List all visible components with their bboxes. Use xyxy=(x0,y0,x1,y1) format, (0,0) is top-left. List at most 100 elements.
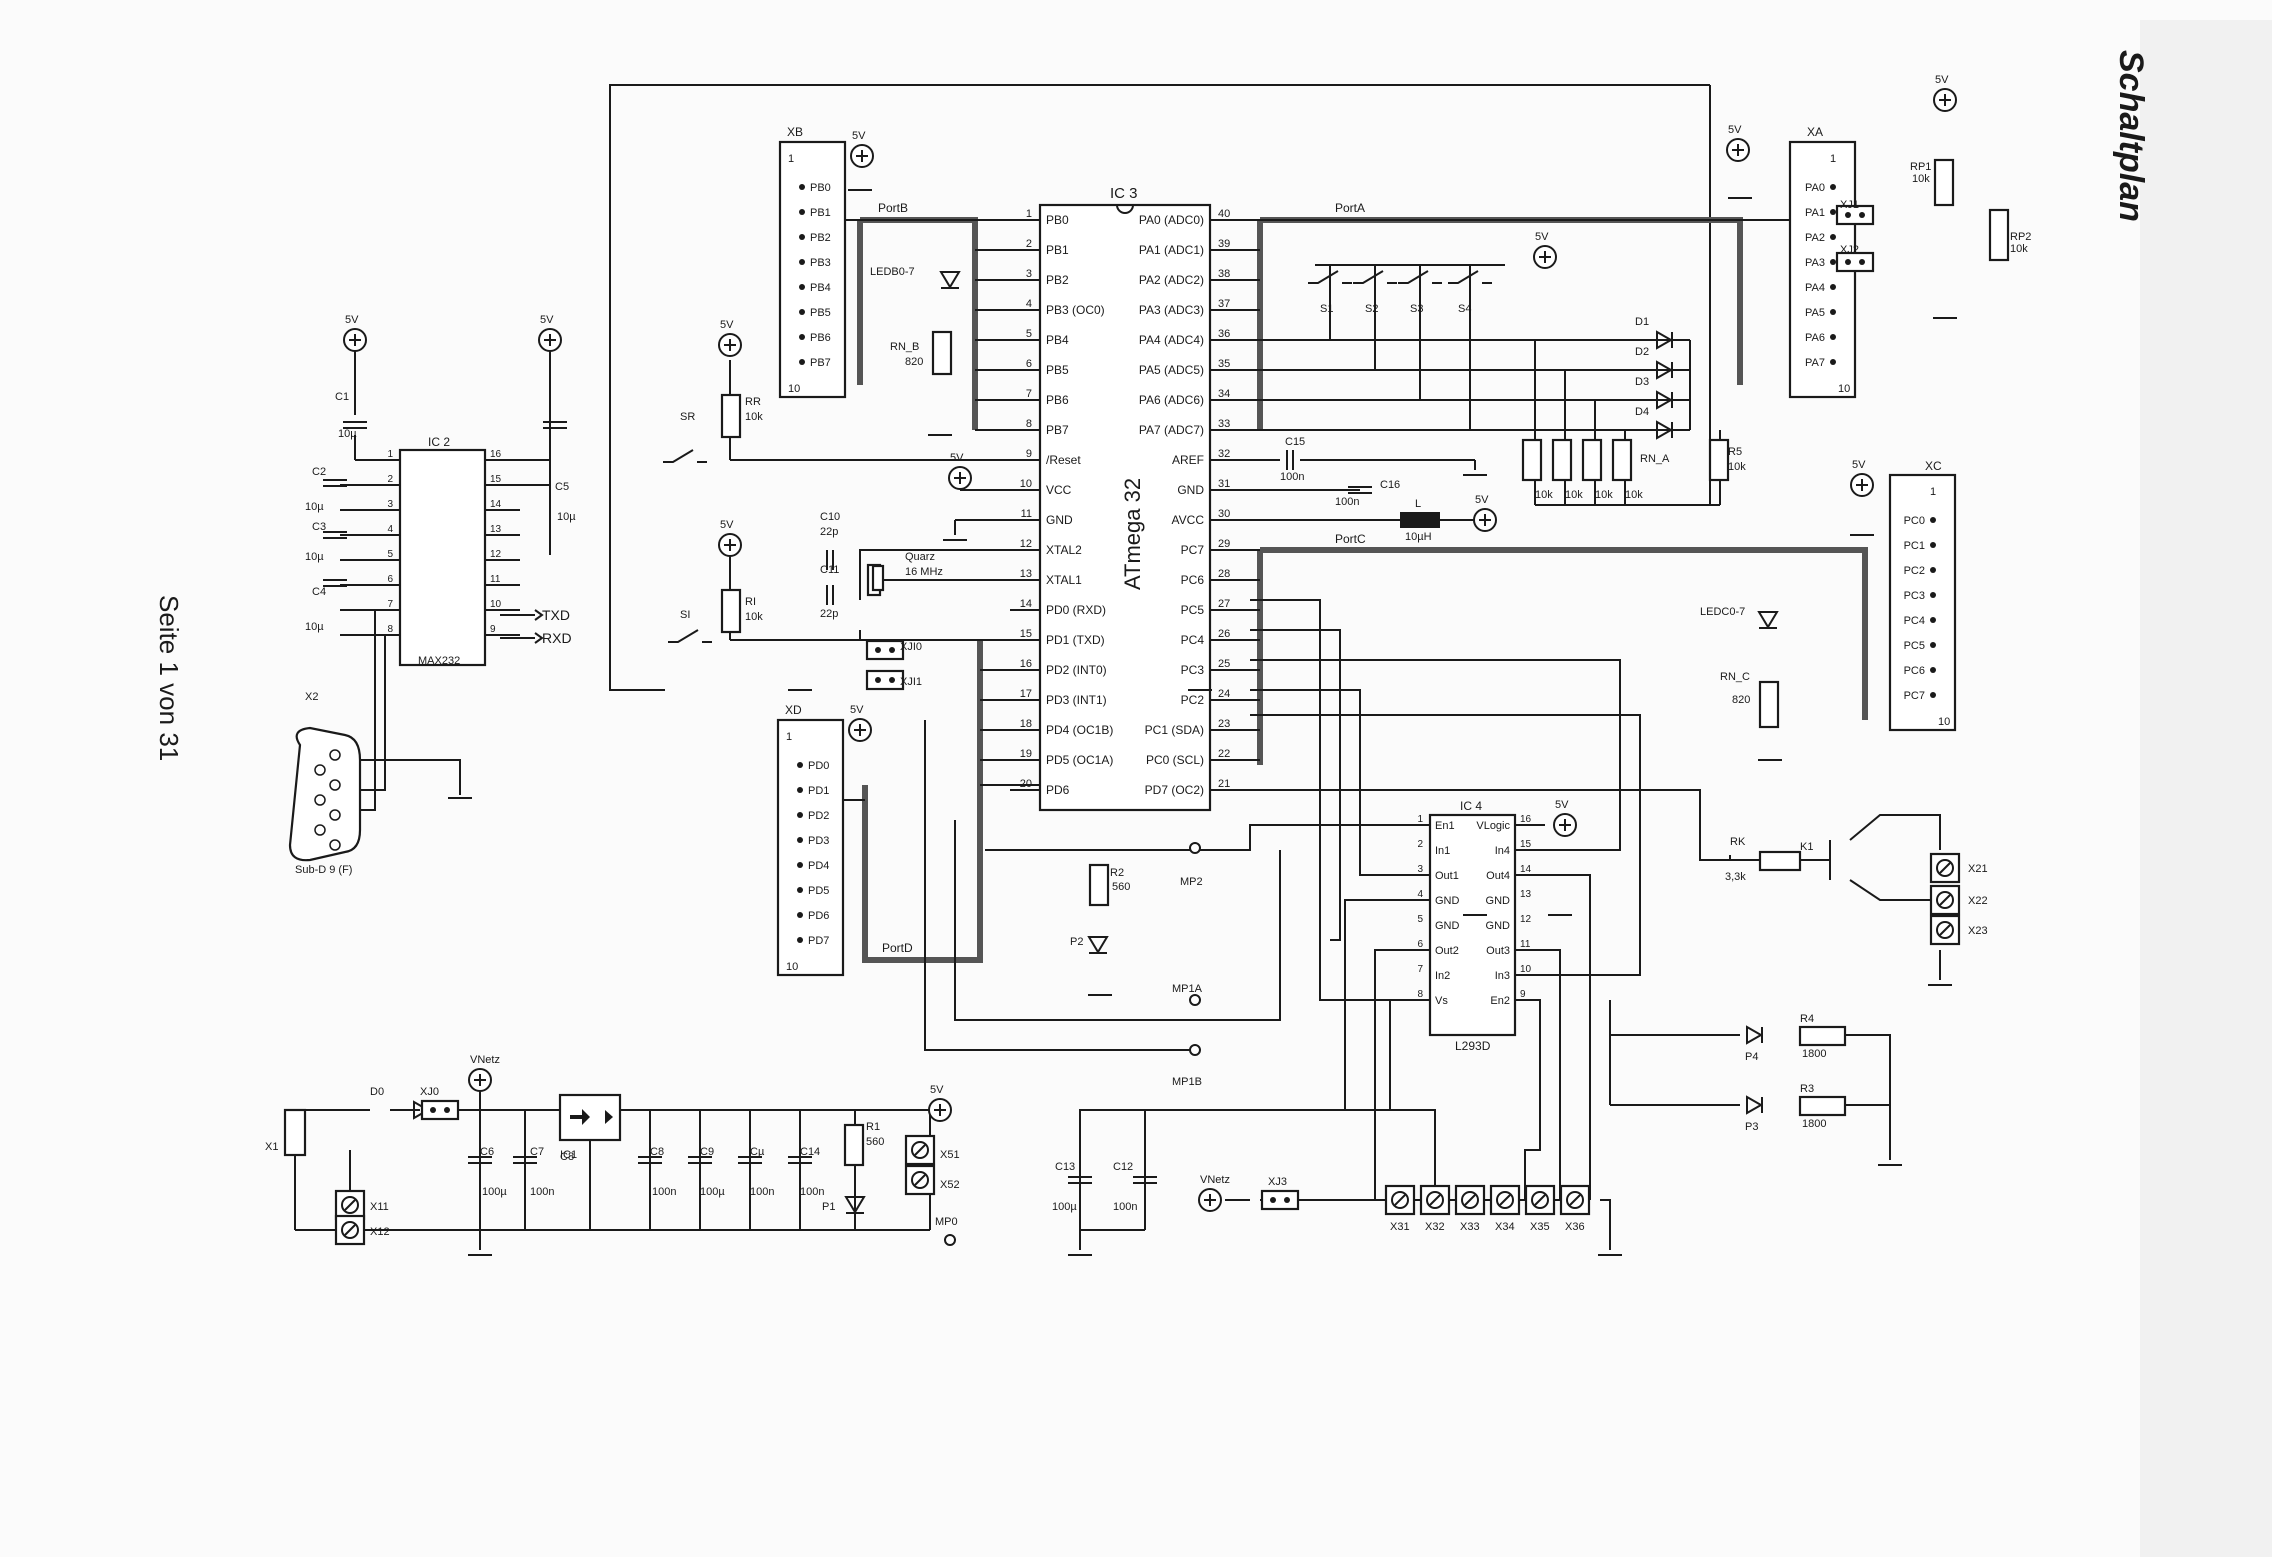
part-label: R1 xyxy=(866,1121,880,1133)
ic3-pin-num: 2 xyxy=(1026,238,1032,250)
part-label: 100n xyxy=(1113,1201,1137,1213)
part-label: C10 xyxy=(820,511,840,523)
connector-pin-label: PA7 xyxy=(1805,357,1825,369)
part-label: MP2 xyxy=(1180,876,1203,888)
part-label: 16 MHz xyxy=(905,566,943,578)
ic3-pin-label: PA1 (ADC1) xyxy=(1139,243,1204,257)
part-label: X22 xyxy=(1968,895,1988,907)
ic3-pin-num: 28 xyxy=(1218,568,1230,580)
v5-symbol: 5V xyxy=(850,704,864,716)
ic4-ref: IC 4 xyxy=(1460,799,1482,813)
connector-pin-last: 10 xyxy=(1938,716,1950,728)
ic4-pin-label: Out1 xyxy=(1435,870,1459,882)
ic3-pin-num: 37 xyxy=(1218,298,1230,310)
connector-pin-label: PB7 xyxy=(810,357,831,369)
ic4-pin-num: 4 xyxy=(1417,889,1423,900)
ic3-pin-num: 38 xyxy=(1218,268,1230,280)
ic3-pin-label: PA3 (ADC3) xyxy=(1139,303,1204,317)
ic2-pin-num: 15 xyxy=(490,474,502,485)
part-label: D2 xyxy=(1635,346,1649,358)
part-label: D4 xyxy=(1635,406,1649,418)
ic2-pin-num: 10 xyxy=(490,599,502,610)
ic4-pin-num: 8 xyxy=(1417,989,1423,1000)
part-label: Cµ xyxy=(750,1146,765,1158)
part-label: S4 xyxy=(1458,303,1471,315)
part-label: 100n xyxy=(750,1186,774,1198)
bus-portd-label: PortD xyxy=(882,941,913,955)
part-label: X33 xyxy=(1460,1221,1480,1233)
part-label: C2 xyxy=(312,466,326,478)
ic3-pin-num: 35 xyxy=(1218,358,1230,370)
connector-pin-label: PB2 xyxy=(810,232,831,244)
vnetz-symbol: VNetz xyxy=(1200,1174,1230,1186)
part-label: IC1 xyxy=(560,1149,577,1161)
connector-pin-label: PB1 xyxy=(810,207,831,219)
connector-pin-label: PA2 xyxy=(1805,232,1825,244)
part-label: LEDB0-7 xyxy=(870,266,915,278)
part-label: 3,3k xyxy=(1725,871,1746,883)
ic4-pin-label: GND xyxy=(1486,920,1511,932)
part-label: C16 xyxy=(1380,479,1400,491)
ic3-pin-label: PD5 (OC1A) xyxy=(1046,753,1113,767)
part-label: MP0 xyxy=(935,1216,958,1228)
v5-symbol: 5V xyxy=(950,452,964,464)
ic3-pin-label: PC3 xyxy=(1181,663,1205,677)
ic3-pin-num: 36 xyxy=(1218,328,1230,340)
connector-pin-label: PB0 xyxy=(810,182,831,194)
part-label: C6 xyxy=(480,1146,494,1158)
ic3-pin-num: 11 xyxy=(1021,508,1032,520)
ic4-pin-num: 7 xyxy=(1417,964,1423,975)
v5-symbol: 5V xyxy=(1535,231,1549,243)
part-label: RN_B xyxy=(890,341,919,353)
ic2-pin-num: 5 xyxy=(387,549,393,560)
ic4-pin-label: En1 xyxy=(1435,820,1455,832)
part-label: D0 xyxy=(370,1086,384,1098)
ic3-ref: IC 3 xyxy=(1110,185,1138,202)
part-label: C13 xyxy=(1055,1161,1075,1173)
part-label: C9 xyxy=(700,1146,714,1158)
part-label: 10k xyxy=(1625,489,1643,501)
ic3-pin-label: PD1 (TXD) xyxy=(1046,633,1105,647)
part-label: MP1B xyxy=(1172,1076,1202,1088)
ic4-pin-num: 2 xyxy=(1417,839,1423,850)
ic2-pin-num: 14 xyxy=(490,499,502,510)
ic3-pin-label: PC7 xyxy=(1181,543,1205,557)
ic3-pin-num: 16 xyxy=(1020,658,1032,670)
part-label: 10k xyxy=(745,411,763,423)
part-label: 100n xyxy=(1280,471,1304,483)
part-label: D1 xyxy=(1635,316,1649,328)
ic3-pin-num: 7 xyxy=(1026,388,1032,400)
ic3-pin-label: XTAL2 xyxy=(1046,543,1082,557)
part-label: XJI1 xyxy=(900,676,922,688)
connector-pin-label: PA4 xyxy=(1805,282,1825,294)
ic2-pin-num: 8 xyxy=(387,624,393,635)
connector-pin-last: 10 xyxy=(788,383,800,395)
part-label: X32 xyxy=(1425,1221,1445,1233)
ic3-pin-label: PD7 (OC2) xyxy=(1145,783,1204,797)
ic3-pin-num: 4 xyxy=(1026,298,1032,310)
part-label: C15 xyxy=(1285,436,1305,448)
bus-porta-label: PortA xyxy=(1335,201,1365,215)
part-label: 820 xyxy=(905,356,923,368)
part-label: 10k xyxy=(1595,489,1613,501)
part-label: 100µ xyxy=(482,1186,507,1198)
part-label: C11 xyxy=(820,564,839,576)
ic3-pin-label: PB4 xyxy=(1046,333,1069,347)
ic3-pin-num: 14 xyxy=(1020,598,1032,610)
ic3-pin-label: PB5 xyxy=(1046,363,1069,377)
ic3-pin-label: PC2 xyxy=(1181,693,1205,707)
ic3-pin-label: PD4 (OC1B) xyxy=(1046,723,1113,737)
outer-frame xyxy=(609,84,1711,691)
part-label: Quarz xyxy=(905,551,935,563)
ic3-pin-num: 13 xyxy=(1020,568,1032,580)
part-label: P3 xyxy=(1745,1121,1758,1133)
part-label: 10µH xyxy=(1405,531,1432,543)
connector-pin-first: 1 xyxy=(788,153,794,165)
part-label: X52 xyxy=(940,1179,960,1191)
part-label: RP1 xyxy=(1910,161,1931,173)
part-label: 10k xyxy=(1535,489,1553,501)
ic3-pin-label: PD6 xyxy=(1046,783,1070,797)
part-label: X12 xyxy=(370,1226,390,1238)
ic3-pin-num: 24 xyxy=(1218,688,1230,700)
